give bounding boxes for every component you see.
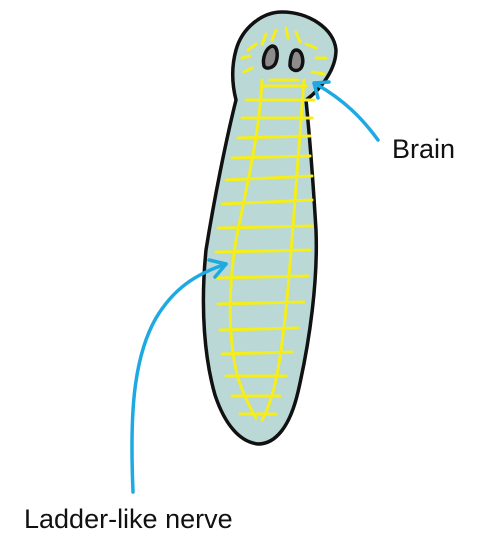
brain-arrow	[314, 82, 378, 140]
right-eyespot-icon	[290, 50, 303, 71]
left-eyespot-icon	[263, 46, 277, 68]
brain-label: Brain	[392, 136, 455, 163]
ladder-nerve-label: Ladder-like nerve	[24, 506, 233, 533]
